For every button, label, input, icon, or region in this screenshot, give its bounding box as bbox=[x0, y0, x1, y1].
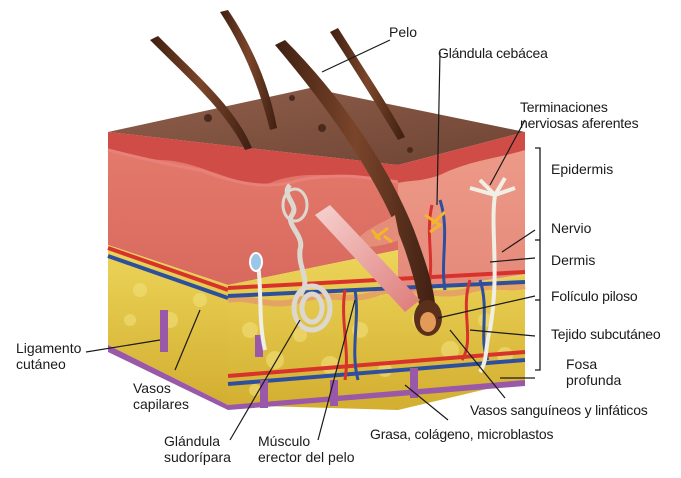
label-foliculo-piloso: Folículo piloso bbox=[551, 288, 638, 304]
label-terminaciones-line1: Terminaciones bbox=[520, 99, 608, 115]
label-glandula-cebacea: Glándula cebácea bbox=[438, 45, 548, 61]
label-musculo-line1: Músculo bbox=[258, 433, 310, 449]
label-epidermis: Epidermis bbox=[551, 161, 613, 177]
label-fosa-line2: profunda bbox=[566, 372, 621, 388]
layer-brackets bbox=[535, 148, 540, 370]
label-ligamento-line2: cutáneo bbox=[16, 356, 66, 372]
label-ligamento-line1: Ligamento bbox=[16, 340, 81, 356]
label-glandula-sudoripara-line1: Glándula bbox=[164, 433, 220, 449]
label-dermis: Dermis bbox=[551, 252, 595, 268]
label-vasos-capilares-line2: capilares bbox=[133, 396, 189, 412]
label-grasa: Grasa, colágeno, microblastos bbox=[370, 426, 553, 442]
label-vasos-capilares-line1: Vasos bbox=[133, 380, 171, 396]
label-glandula-sudoripara-line2: sudorípara bbox=[164, 449, 231, 465]
label-terminaciones-line2: nerviosas aferentes bbox=[520, 115, 638, 131]
hair-follicle bbox=[414, 300, 442, 336]
label-vasos-sanguineos: Vasos sanguíneos y linfáticos bbox=[470, 402, 648, 418]
label-fosa-line1: Fosa bbox=[566, 356, 597, 372]
label-tejido-subcutaneo: Tejido subcutáneo bbox=[551, 326, 660, 342]
label-pelo: Pelo bbox=[389, 24, 417, 40]
label-musculo-line2: erector del pelo bbox=[258, 449, 355, 465]
label-nervio: Nervio bbox=[551, 220, 591, 236]
